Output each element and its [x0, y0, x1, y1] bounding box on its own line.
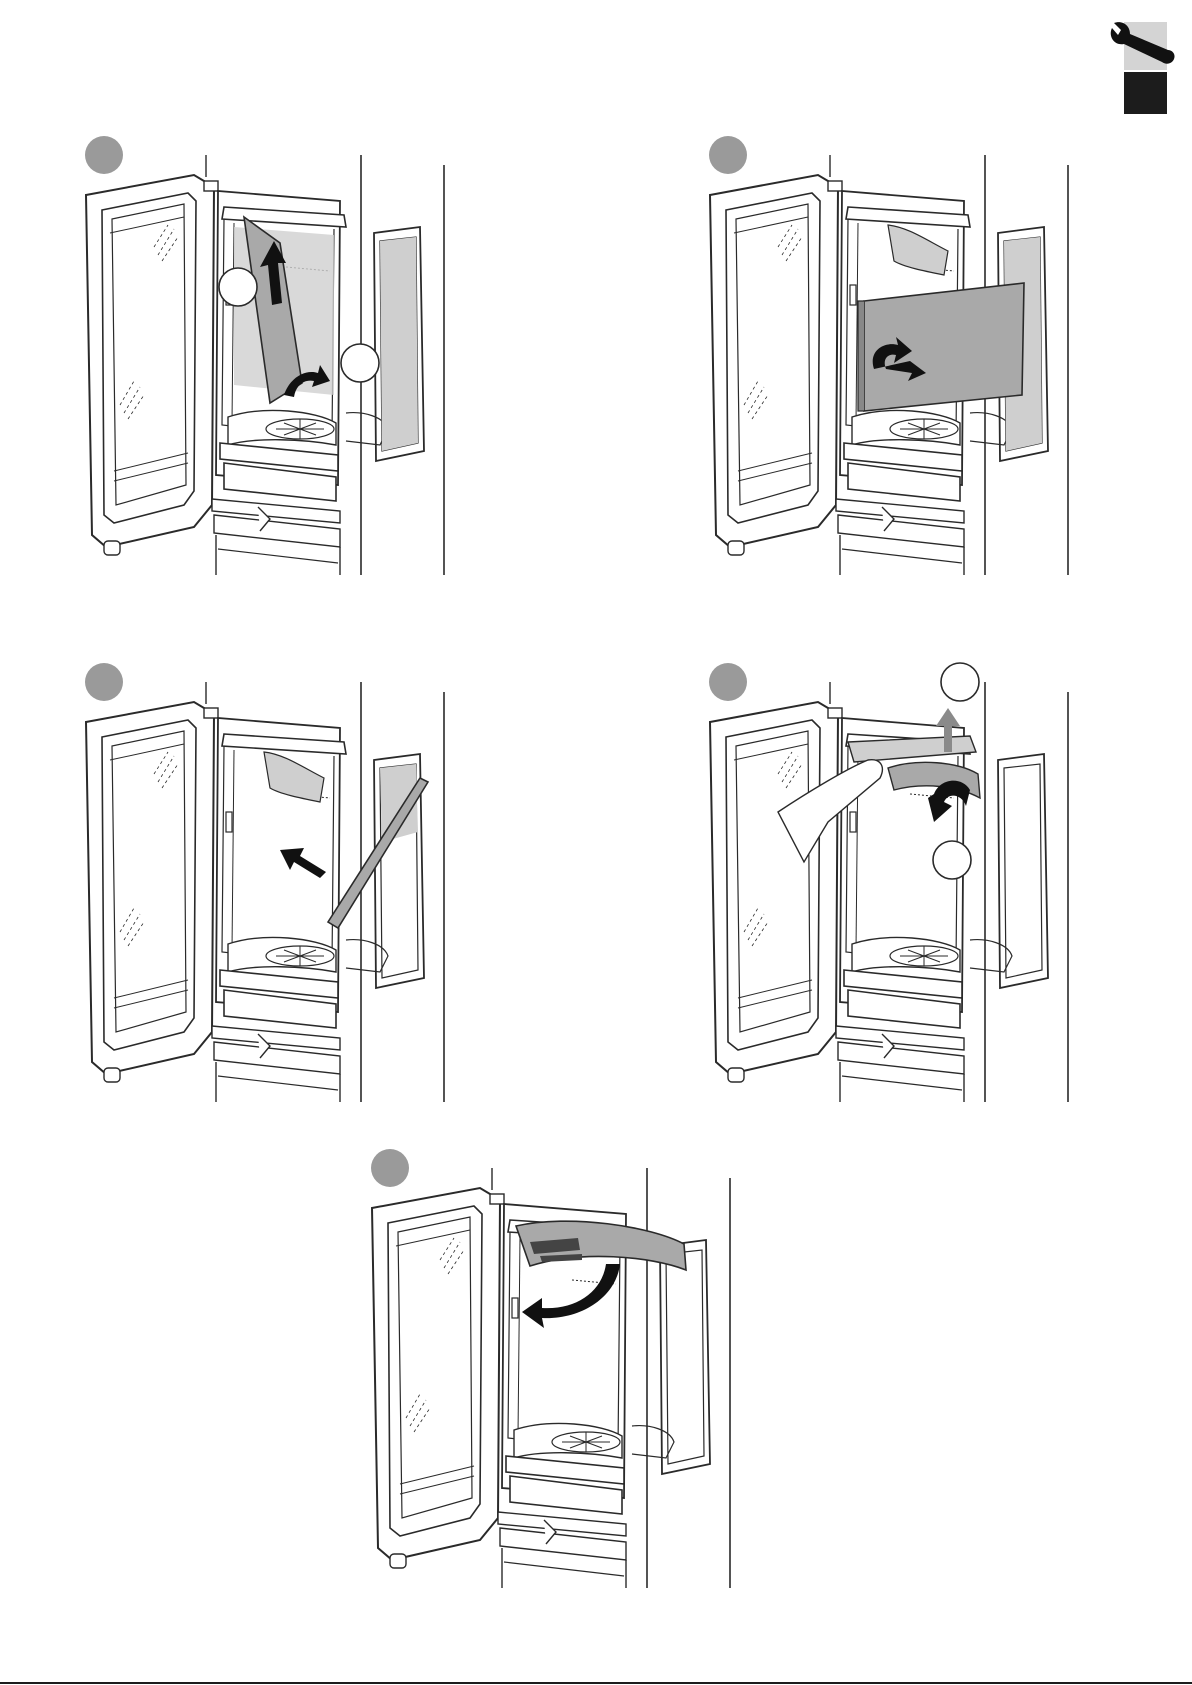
callout-circle [341, 344, 379, 382]
step-3-illustration [84, 662, 484, 1122]
step-4-illustration [708, 662, 1108, 1122]
footer-rule [0, 1682, 1192, 1684]
callout-circle [219, 268, 257, 306]
section-tab-dark [1124, 72, 1167, 114]
step-5-illustration [370, 1148, 770, 1608]
step-5-marker [371, 1149, 409, 1187]
step-3-marker [85, 663, 123, 701]
wrench-icon [1104, 18, 1184, 70]
step-4-marker [709, 663, 747, 701]
step-2-illustration [708, 135, 1108, 595]
callout-circle [941, 663, 979, 701]
step-2-marker [709, 136, 747, 174]
step-1-marker [85, 136, 123, 174]
callout-circle [933, 841, 971, 879]
step-1-illustration [84, 135, 484, 595]
